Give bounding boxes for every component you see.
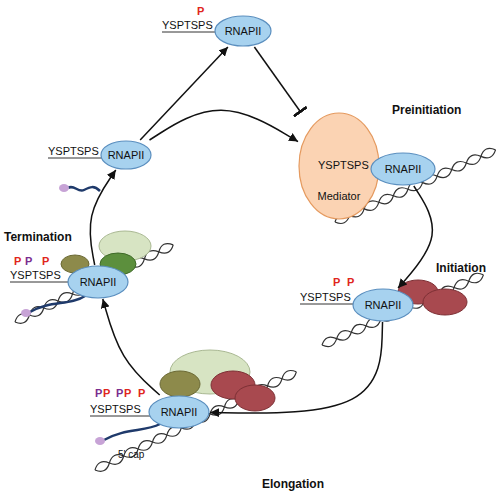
node-label: RNAPII (80, 276, 117, 288)
phospho-mark: P (138, 388, 145, 399)
polymerase-ellipse: RNAPII (67, 265, 129, 299)
dna-helix (93, 368, 298, 474)
node-label: RNAPII (161, 406, 198, 418)
node-outline (298, 112, 380, 220)
cycle-arrow (210, 322, 383, 413)
ctd-sequence: YSPTSPS (10, 270, 61, 281)
cycle-arrow (398, 186, 432, 288)
dna-helix (13, 241, 175, 326)
protein-complex (235, 385, 275, 411)
node-shape (371, 153, 435, 185)
phospho-mark: P (116, 388, 123, 399)
cycle-arrow (90, 170, 116, 265)
node-shape (299, 113, 379, 219)
node-label: RNAPII (365, 299, 402, 311)
polymerase-ellipse: RNAPII (100, 140, 152, 170)
polymerase-ellipse: RNAPII (214, 15, 272, 47)
dna-helix (320, 271, 485, 349)
dna-strand (13, 241, 175, 326)
ctd-sequence: YSPTSPS (90, 404, 141, 415)
ctd-tail (48, 158, 104, 159)
dna-strand (93, 368, 298, 474)
node-shape (101, 141, 151, 169)
ctd-tail (300, 304, 356, 305)
node-label: RNAPII (108, 149, 145, 161)
rna-cap (59, 184, 69, 192)
phospho-mark: P (333, 277, 340, 288)
node-shape (353, 289, 413, 321)
node-shape (215, 16, 271, 46)
rna-strand (104, 424, 160, 440)
phospho-mark: P (347, 277, 354, 288)
ctd-tail (162, 32, 218, 33)
rna-strand (68, 187, 100, 191)
inhibition-connector (254, 47, 300, 112)
cap-label: 5' cap (118, 450, 144, 460)
node-label: RNAPII (225, 25, 262, 37)
ctd-tail (90, 416, 152, 417)
phospho-mark: P (103, 388, 110, 399)
cycle-arrow (150, 110, 299, 141)
polymerase-ellipse: RNAPII (148, 395, 210, 429)
polymerase-ellipse: RNAPII (370, 152, 436, 186)
dna-strand (13, 241, 175, 326)
rna-cap (21, 309, 31, 317)
stage-name: Initiation (436, 262, 486, 274)
ctd-sequence: YSPTSPS (48, 146, 99, 157)
cycle-arrow (103, 299, 160, 395)
phospho-mark: P (197, 6, 204, 17)
node-shape (149, 396, 209, 428)
ctd-tail (10, 282, 71, 283)
node-label: RNAPII (385, 163, 422, 175)
rna-cap (95, 437, 105, 445)
node-shape (68, 266, 128, 298)
polymerase-ellipse: RNAPII (352, 288, 414, 322)
ctd-sequence: YSPTSPS (162, 20, 213, 31)
protein-complex (423, 289, 467, 315)
stage-name: Elongation (262, 478, 324, 490)
node-label: Mediator (318, 190, 361, 202)
protein-complex (160, 371, 200, 397)
ctd-sequence: YSPTSPS (300, 292, 351, 303)
phospho-mark: P (42, 256, 49, 267)
phospho-mark: P (124, 388, 131, 399)
stage-name: Termination (4, 231, 72, 243)
dna-strand (93, 368, 298, 474)
phospho-mark: P (14, 256, 21, 267)
dna-strand (320, 271, 485, 349)
rna-strand (30, 296, 85, 312)
ctd-tails (10, 32, 374, 416)
stage-name: Preinitiation (392, 104, 461, 116)
cycle-arrow (140, 47, 228, 140)
phospho-mark: P (25, 256, 32, 267)
dna-strand (320, 271, 485, 349)
mediator-complex: Mediator (298, 112, 380, 220)
phospho-mark: P (95, 388, 102, 399)
